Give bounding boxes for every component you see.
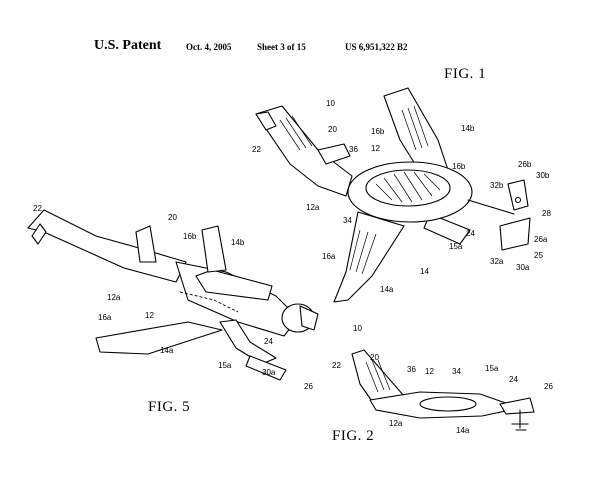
- fig-5-label: FIG. 5: [148, 399, 191, 415]
- sheet-number: Sheet 3 of 15: [257, 42, 306, 52]
- fig5-ref: 15a: [218, 361, 232, 370]
- fig1-ref: 12: [371, 144, 380, 153]
- fig1-ref: 14a: [380, 285, 394, 294]
- fig1-ref: 26b: [518, 160, 532, 169]
- fig2-ref: 15a: [485, 364, 499, 373]
- fig1-ref: 30b: [536, 171, 550, 180]
- fig1-ref: 16b: [452, 162, 466, 171]
- fig2-ref: 22: [332, 361, 341, 370]
- fig2-ref: 12a: [389, 419, 403, 428]
- fig1-ref: 24: [466, 229, 475, 238]
- fig1-ref: 25: [534, 251, 543, 260]
- fig5-wing-14a: [95, 321, 223, 355]
- fig5-ref: 12a: [107, 293, 121, 302]
- fig1-fin-26a: [499, 217, 531, 251]
- fig1-ref: 10: [326, 99, 335, 108]
- fig1-ref: 14b: [461, 124, 475, 133]
- fig1-ref: 30a: [516, 263, 530, 272]
- fig1-ref: 26a: [534, 235, 548, 244]
- patent-date: Oct. 4, 2005: [186, 42, 232, 52]
- fig1-ref: 28: [542, 209, 551, 218]
- fig5-fin-16b: [201, 225, 227, 273]
- fig5-ref: 16a: [98, 313, 112, 322]
- fig1-winglet: [255, 111, 277, 131]
- fig5-ref: 22: [33, 204, 42, 213]
- fig2-ref: 12: [425, 367, 434, 376]
- fig5-arm: [219, 319, 277, 365]
- fig5-ref: 26: [304, 382, 313, 391]
- fig2-ref: 26: [544, 382, 553, 391]
- fig5-ref: 24: [264, 337, 273, 346]
- fig5-tail: [245, 355, 287, 381]
- fig5-ref: 14a: [160, 346, 174, 355]
- fig2-tail: [499, 397, 535, 415]
- patent-number: US 6,951,322 B2: [345, 42, 408, 52]
- fig5-ref: 20: [168, 213, 177, 222]
- fig-1-label: FIG. 1: [444, 66, 487, 82]
- fig1-ref: 32b: [490, 181, 504, 190]
- fig5-ref: 14b: [231, 238, 245, 247]
- patent-label: U.S. Patent: [94, 38, 162, 53]
- fig1-ref: 16b: [371, 127, 385, 136]
- fig1-ref: 16a: [322, 252, 336, 261]
- fig1-tail-15a: [423, 213, 471, 245]
- fig2-ref: 34: [452, 367, 461, 376]
- fig5-ref: 12: [145, 311, 154, 320]
- fig-2-label: FIG. 2: [332, 428, 375, 444]
- fig1-ref: 32a: [490, 257, 504, 266]
- fig1-ref: 14: [420, 267, 429, 276]
- fig1-ref: 34: [343, 216, 352, 225]
- fig2-ref: 20: [370, 353, 379, 362]
- fig2-ref: 10: [353, 324, 362, 333]
- fig1-ref: 22: [252, 145, 261, 154]
- fig1-pod: [317, 143, 351, 165]
- fig1-ref: 12a: [306, 203, 320, 212]
- fig2-ref: 24: [509, 375, 518, 384]
- fig5-ref: 30a: [262, 368, 276, 377]
- fig5-ref: 16b: [183, 232, 197, 241]
- fig1-wing-14a: [333, 211, 405, 303]
- fig1-ref: 20: [328, 125, 337, 134]
- fig2-ref: 14a: [456, 426, 470, 435]
- fig1-ref: 36: [349, 145, 358, 154]
- fig1-fin-26b: [507, 179, 529, 211]
- fig5-fin-22: [135, 225, 157, 263]
- fig1-ref: 15a: [449, 242, 463, 251]
- fig5-foot: [31, 223, 47, 245]
- fig2-ref: 36: [407, 365, 416, 374]
